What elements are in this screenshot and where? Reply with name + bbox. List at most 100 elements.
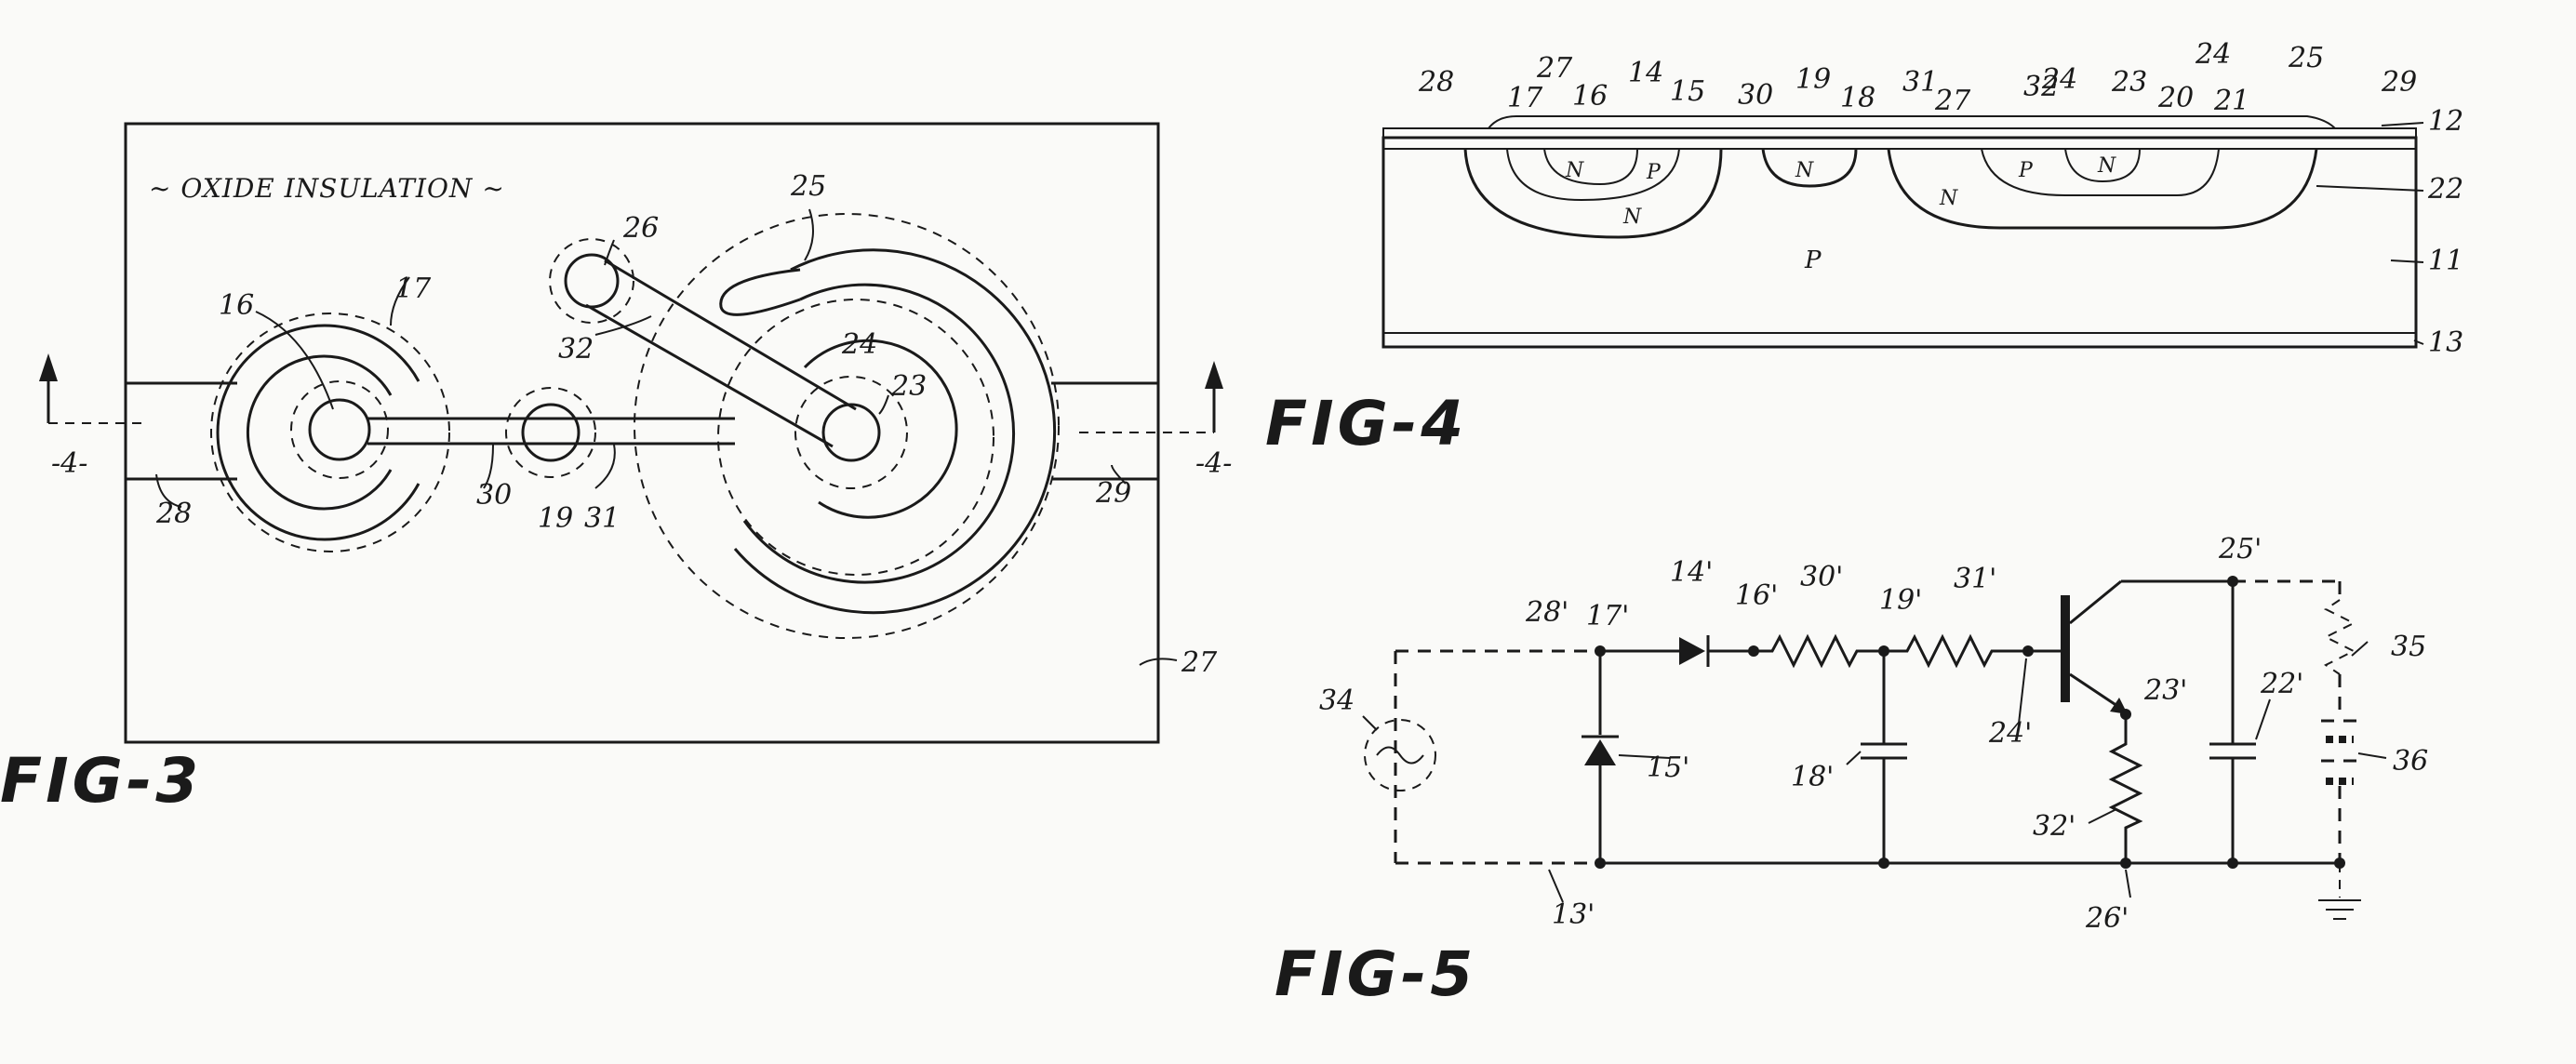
fig5-leader-34 xyxy=(1362,715,1378,731)
diode-15 xyxy=(1584,739,1616,765)
leader-31 xyxy=(594,444,616,489)
fig5-label-28: 28' xyxy=(1525,596,1568,629)
label-19: 19 xyxy=(538,502,573,535)
fig5-leader-36 xyxy=(2357,752,2387,759)
fig4-label-12: 12 xyxy=(2428,105,2463,138)
diffusion-boundary-16 xyxy=(290,380,389,479)
figure-5-caption: FIG-5 xyxy=(1275,938,1476,1010)
diode-14 xyxy=(1679,637,1705,665)
node-ground-1 xyxy=(1595,858,1606,869)
fig4-label-32: 32 xyxy=(2023,71,2059,103)
fig5-label-22: 22' xyxy=(2260,668,2303,700)
node-ground-3 xyxy=(2227,858,2238,869)
fig4-label-19: 19 xyxy=(1795,63,1831,96)
oxide-layer-12 xyxy=(1382,127,2417,150)
n-region-16 xyxy=(1543,148,1638,186)
diffusion-boundary-26 xyxy=(549,238,634,324)
fig4-label-22: 22 xyxy=(2427,173,2463,206)
label-30: 30 xyxy=(476,479,512,512)
fig4-label-20: 20 xyxy=(2157,82,2194,114)
leader-17 xyxy=(390,276,410,326)
fig5-label-26: 26' xyxy=(2085,902,2129,935)
fig4-label-23: 23 xyxy=(2111,66,2147,99)
c-ring-17-outer xyxy=(216,324,420,541)
transistor-collector xyxy=(2069,579,2122,625)
region-N-3: N xyxy=(1795,159,1814,182)
figure-3-plan-view: ~ OXIDE INSULATION ~ -4- -4- xyxy=(0,122,1232,817)
leader-29 xyxy=(1111,464,1127,485)
ac-source-34 xyxy=(1364,719,1436,791)
substrate-11 xyxy=(1381,136,2418,349)
fig4-label-17: 17 xyxy=(1507,82,1543,114)
resistor-32 xyxy=(2108,714,2143,863)
section-mark-left: -4- xyxy=(51,447,87,480)
fig4-label-24a: 24 xyxy=(2041,63,2077,96)
leader-28 xyxy=(155,473,182,508)
diffusion-boundary-17 xyxy=(210,313,450,552)
leader-30 xyxy=(483,444,494,489)
diffusion-boundary-19 xyxy=(505,387,596,478)
label-32: 32 xyxy=(558,333,594,366)
node-ground-2 xyxy=(1878,858,1889,869)
label-17: 17 xyxy=(395,273,432,305)
metal-film-top xyxy=(1383,115,2416,129)
contact-16 xyxy=(308,398,371,461)
fig5-label-30: 30' xyxy=(1800,561,1843,593)
fig4-label-24b: 24 xyxy=(2195,38,2231,71)
region-N-1: N xyxy=(1565,159,1584,182)
node-17 xyxy=(1595,645,1606,657)
fig4-label-28: 28 xyxy=(1418,66,1454,99)
n-region-24 xyxy=(1887,148,2318,230)
contact-23 xyxy=(821,403,881,462)
fig5-label-23: 23' xyxy=(2143,674,2187,707)
region-P-2: P xyxy=(2018,159,2034,182)
fig5-leader-13 xyxy=(1548,869,1564,903)
leader-25 xyxy=(804,208,814,261)
section-mark-right: -4- xyxy=(1195,447,1232,480)
n-region-left xyxy=(1463,148,1723,239)
fig5-label-34: 34 xyxy=(1319,685,1355,717)
region-P-1: P xyxy=(1646,161,1662,184)
c-ring-25-end xyxy=(719,268,801,316)
leader-26 xyxy=(604,239,615,266)
strap-32-top xyxy=(604,259,857,411)
ac-source-wave xyxy=(1376,746,1424,765)
resistor-30 xyxy=(1754,633,1884,669)
fig5-label-19: 19' xyxy=(1879,584,1922,617)
fig5-label-35: 35 xyxy=(2391,631,2426,663)
fig5-label-17: 17' xyxy=(1586,600,1629,632)
fig5-label-25: 25' xyxy=(2218,533,2262,565)
fig5-label-36: 36 xyxy=(2393,745,2428,778)
back-contact-13 xyxy=(1382,332,2417,348)
label-28: 28 xyxy=(155,498,192,530)
label-24: 24 xyxy=(841,328,877,361)
region-N-5: N xyxy=(2097,154,2116,178)
fig5-leader-35 xyxy=(2351,641,2369,657)
fig4-leader-12 xyxy=(2381,122,2424,126)
fig5-leader-15 xyxy=(1618,754,1671,759)
fig4-leader-13 xyxy=(2413,339,2424,345)
label-26: 26 xyxy=(622,212,659,245)
fig4-label-31: 31 xyxy=(1902,66,1938,99)
leader-23 xyxy=(878,394,889,415)
fig4-label-29: 29 xyxy=(2381,66,2417,99)
fig4-label-16: 16 xyxy=(1572,80,1608,113)
c-ring-17-inner xyxy=(246,354,393,511)
label-23: 23 xyxy=(890,370,927,403)
leader-27 xyxy=(1139,658,1178,666)
fig5-label-18: 18' xyxy=(1791,761,1834,793)
n-region-19 xyxy=(1761,148,1858,188)
fig5-label-16: 16' xyxy=(1735,579,1778,612)
fig4-label-30: 30 xyxy=(1738,79,1773,112)
fig5-leader-22 xyxy=(2255,698,2271,740)
section-arrow-left-head xyxy=(39,353,58,381)
fig4-label-18: 18 xyxy=(1840,82,1875,114)
fig5-leader-18 xyxy=(1846,751,1862,765)
label-31: 31 xyxy=(584,502,620,535)
n-region-20 xyxy=(2064,148,2141,183)
diffusion-boundary-25 xyxy=(634,213,1060,639)
fig5-label-32: 32' xyxy=(2033,810,2075,843)
region-P-substrate: P xyxy=(1804,246,1822,274)
fig4-label-21: 21 xyxy=(2213,85,2249,117)
